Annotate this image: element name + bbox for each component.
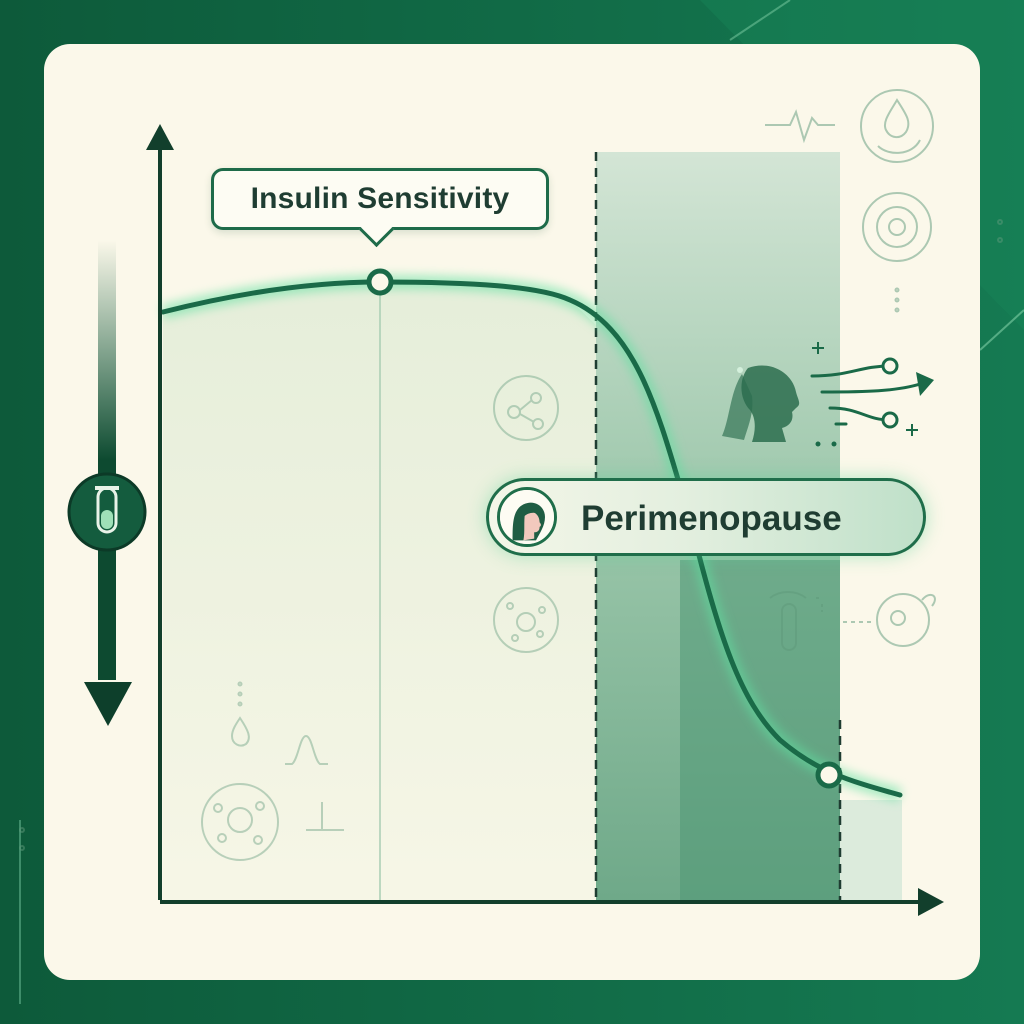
test-tube-icon [769,591,823,651]
woman-profile-icon [722,365,800,442]
blood-drop-icon [860,89,934,163]
cell-icon [201,783,279,861]
heartbeat-icon [765,109,835,144]
dot [815,441,821,447]
insulin-sensitivity-callout: Insulin Sensitivity [211,168,549,248]
perimenopause-band-dark [680,560,840,900]
blood-drop-icon [230,716,250,747]
cell-icon [876,593,936,647]
flow-node [881,411,899,429]
dots [19,219,1003,851]
low-point [815,761,843,789]
cell-icon [493,587,559,653]
plus-icon [812,342,918,436]
dot [831,441,837,447]
background-line [729,0,791,41]
background-line [979,309,1024,351]
flow-node [881,357,899,375]
cell-icon [862,192,932,262]
y-axis-arrow-icon [146,124,174,150]
x-axis-arrow-icon [918,888,944,916]
curve-label: Insulin Sensitivity [250,182,510,215]
indicator-bar [98,240,116,680]
perimenopause-pill: Perimenopause [486,478,926,556]
marker-icon [306,802,344,831]
post-band-fill [840,800,902,900]
insulin-peak-icon [285,734,328,765]
down-arrow-icon [84,682,132,726]
woman-avatar-icon [497,487,557,547]
test-tube-icon [67,472,147,552]
phase-label: Perimenopause [581,499,842,538]
flow-arrow-head-icon [916,372,934,396]
molecule-icon [493,375,559,441]
insulin-sensitivity-curve [160,279,903,798]
peak-point [366,268,394,296]
dots [237,681,243,707]
